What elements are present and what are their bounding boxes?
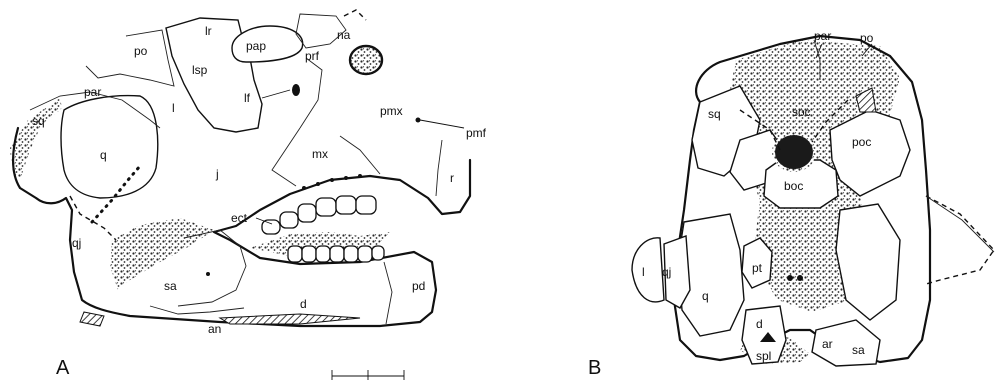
label-po: po (134, 44, 148, 58)
right-flange-solid (926, 196, 994, 252)
label-pap: pap (246, 39, 266, 53)
matrix-occipital-region (10, 98, 62, 180)
label-prf: prf (305, 49, 320, 63)
label-lf: lf (244, 91, 251, 105)
label-pmx: pmx (380, 104, 403, 118)
postorbital-region (86, 30, 174, 86)
quadrate-bone (61, 96, 158, 198)
label-mx: mx (312, 147, 328, 161)
label-q-b: q (702, 289, 709, 303)
hatch-angular (220, 314, 360, 324)
scale-bar (332, 370, 404, 380)
hatch-posterior-jaw (80, 312, 104, 326)
label-pt: pt (752, 261, 763, 275)
label-na: na (337, 28, 351, 42)
pap-bone (232, 26, 303, 62)
l-bone-b (632, 238, 664, 302)
upper-tooth-row (262, 196, 376, 234)
matrix-jaw-gap (110, 218, 214, 290)
label-lr: lr (205, 24, 212, 38)
foramen-magnum-core (775, 135, 813, 169)
label-r: r (450, 171, 454, 185)
label-ect: ect (231, 211, 248, 225)
suture-d-pd (384, 262, 392, 324)
lacrimal-foramen (292, 84, 300, 96)
naris (350, 46, 382, 74)
label-d-b: d (756, 317, 763, 331)
label-sq: sq (32, 114, 45, 128)
suture-pmx-top (300, 58, 322, 128)
suture-r (436, 140, 442, 196)
label-par: par (84, 85, 101, 99)
label-ar: ar (822, 337, 833, 351)
label-sa-a: sa (164, 279, 177, 293)
label-j: j (215, 167, 219, 181)
suture-mx-upper (272, 128, 300, 186)
label-boc: boc (784, 179, 803, 193)
right-jaw-process (836, 204, 900, 320)
label-sq-b: sq (708, 107, 721, 121)
label-soc: soc (792, 105, 811, 119)
label-sa-b: sa (852, 343, 865, 357)
pt-hole-2 (797, 275, 803, 281)
label-an: an (208, 322, 221, 336)
panel-b-skull-posterior: par po sq soc poc boc l qj pt q d spl ar… (588, 29, 994, 379)
label-d-a: d (300, 297, 307, 311)
label-q-a: q (100, 148, 107, 162)
dashed-snout-top (344, 10, 366, 20)
sa-foramen (206, 272, 210, 276)
label-qj-a: qj (72, 236, 81, 250)
panel-letter-a: A (56, 357, 70, 379)
right-flange-dashed (926, 196, 994, 284)
suture-an (150, 306, 244, 314)
panel-letter-b: B (588, 357, 601, 379)
label-spl: spl (756, 349, 771, 363)
label-poc: poc (852, 135, 871, 149)
label-pd: pd (412, 279, 425, 293)
lower-tooth-row (288, 246, 384, 262)
label-qj-b: qj (662, 265, 671, 279)
label-l-a: l (172, 101, 175, 115)
pt-hole-1 (787, 275, 793, 281)
pmf-foramen (416, 118, 421, 123)
leader-pmf (420, 120, 464, 128)
suture-mx-pmx (340, 136, 380, 174)
leader-lf (262, 90, 290, 98)
label-pmf: pmf (466, 126, 487, 140)
label-po-b: po (860, 31, 874, 45)
panel-a-skull-lateral: po lr pap prf na lsp par sq l lf pmx pmf… (10, 10, 487, 380)
label-par-b: par (814, 29, 831, 43)
label-lsp: lsp (192, 63, 208, 77)
label-l-b: l (642, 265, 645, 279)
dashed-quadrate-jugal (70, 196, 116, 240)
